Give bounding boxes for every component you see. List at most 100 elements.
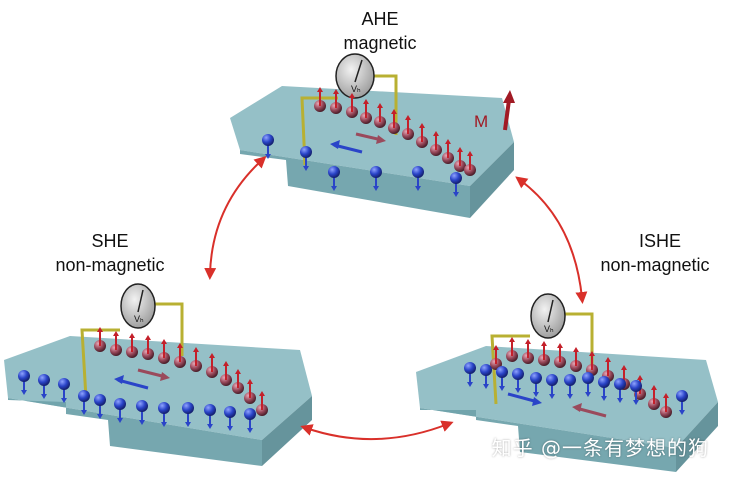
ishe-current-arrow-red <box>575 406 607 418</box>
spin-up-red-icon <box>522 339 534 364</box>
ishe-slab-end <box>676 402 718 472</box>
spin-down-blue-icon <box>136 400 148 425</box>
she-current-arrowhead-red <box>160 372 170 381</box>
spin-down-blue-icon <box>114 398 126 423</box>
spin-down-blue-icon <box>598 376 610 401</box>
spin-up-red-icon <box>464 151 476 176</box>
spin-down-blue-icon <box>58 378 70 403</box>
spin-down-blue-icon <box>676 390 688 415</box>
ahe-current-arrowhead-blue <box>330 140 340 149</box>
spin-up-red-icon <box>374 103 386 128</box>
ahe-magnetization-label: M <box>474 112 488 131</box>
spin-up-red-icon <box>126 333 138 358</box>
ahe-subtitle: magnetic <box>343 33 417 53</box>
ishe-wire-left <box>490 334 530 405</box>
spin-up-red-icon <box>360 99 372 124</box>
spin-up-red-icon <box>442 139 454 164</box>
spin-down-blue-icon <box>300 146 312 171</box>
spin-up-red-icon <box>648 385 660 410</box>
spin-down-blue-icon <box>370 166 382 191</box>
spin-up-red-icon <box>430 131 442 156</box>
spin-down-blue-icon <box>614 378 626 403</box>
she-current-arrowhead-blue <box>114 375 124 384</box>
spin-down-blue-icon <box>630 380 642 405</box>
spin-down-blue-icon <box>94 394 106 419</box>
ahe-wire-left <box>300 96 338 166</box>
she-title: SHE <box>91 231 129 251</box>
spin-up-red-icon <box>554 343 566 368</box>
spin-up-red-icon <box>416 123 428 148</box>
ishe-spins <box>464 337 688 418</box>
she-subtitle: non-magnetic <box>55 255 165 275</box>
spin-down-blue-icon <box>328 166 340 191</box>
spin-down-blue-icon <box>262 134 274 159</box>
spin-up-red-icon <box>346 93 358 118</box>
she-voltmeter <box>120 283 156 329</box>
ahe-slab-end <box>470 142 514 218</box>
ahe-ishe-connector-arrow <box>515 176 588 304</box>
spin-up-red-icon <box>330 89 342 114</box>
spin-up-red-icon <box>190 347 202 372</box>
she-slab-side <box>8 398 262 466</box>
spin-down-blue-icon <box>158 402 170 427</box>
spin-down-blue-icon <box>582 372 594 397</box>
ahe-current-arrow-blue <box>333 143 363 154</box>
spin-down-blue-icon <box>546 374 558 399</box>
spin-down-blue-icon <box>450 172 462 197</box>
she-wire-left <box>80 328 120 399</box>
spin-up-red-icon <box>660 393 672 418</box>
ishe-slab-side <box>420 408 676 472</box>
watermark-text: 知乎 @一条有梦想的狗 <box>491 436 709 460</box>
ishe-wire-right <box>565 312 594 366</box>
she-wire-right <box>152 302 184 356</box>
she-current-arrow-blue <box>117 378 149 390</box>
ahe-wire-right <box>372 74 398 135</box>
spin-up-red-icon <box>506 337 518 362</box>
ishe-current-arrow-blue <box>507 392 539 404</box>
she-voltmeter-label: Vₕ <box>134 314 144 324</box>
she-slab-end <box>262 396 312 466</box>
spin-up-red-icon <box>570 347 582 372</box>
spin-down-blue-icon <box>244 408 256 433</box>
ahe-spins <box>262 87 476 197</box>
spin-down-blue-icon <box>224 406 236 431</box>
spin-up-red-icon <box>142 335 154 360</box>
spin-down-blue-icon <box>18 370 30 395</box>
spin-down-blue-icon <box>78 390 90 415</box>
spin-up-red-icon <box>220 361 232 386</box>
spin-up-red-icon <box>402 115 414 140</box>
ahe-title: AHE <box>361 9 399 29</box>
spin-down-blue-icon <box>38 374 50 399</box>
ahe-voltmeter-label: Vₕ <box>351 84 361 94</box>
spin-up-red-icon <box>454 147 466 172</box>
spin-up-red-icon <box>158 339 170 364</box>
she-voltmeter-needle <box>137 289 144 313</box>
spin-down-blue-icon <box>496 366 508 391</box>
spin-up-red-icon <box>314 87 326 112</box>
ahe-current-arrowhead-red <box>376 135 386 144</box>
spin-up-red-icon <box>244 379 256 404</box>
ahe-magnetization-arrowhead <box>503 90 515 103</box>
spin-up-red-icon <box>206 353 218 378</box>
ishe-subtitle: non-magnetic <box>600 255 710 275</box>
spin-up-red-icon <box>256 391 268 416</box>
she-spins <box>18 327 268 433</box>
spin-up-red-icon <box>94 327 106 352</box>
spin-down-blue-icon <box>530 372 542 397</box>
ahe-panel: Vₕ M <box>230 53 515 218</box>
ishe-title: ISHE <box>638 231 681 251</box>
she-ishe-connector-arrow <box>300 420 454 441</box>
ahe-voltmeter-needle <box>354 59 363 83</box>
spin-down-blue-icon <box>412 166 424 191</box>
she-ahe-connector-arrow <box>204 155 267 280</box>
spin-up-red-icon <box>174 343 186 368</box>
spin-down-blue-icon <box>480 364 492 389</box>
ahe-magnetization-arrow <box>503 99 511 131</box>
spin-down-blue-icon <box>512 368 524 393</box>
spin-up-red-icon <box>110 331 122 356</box>
spin-down-blue-icon <box>464 362 476 387</box>
spin-down-blue-icon <box>182 402 194 427</box>
spin-up-red-icon <box>388 109 400 134</box>
ahe-slab-side <box>240 150 470 218</box>
